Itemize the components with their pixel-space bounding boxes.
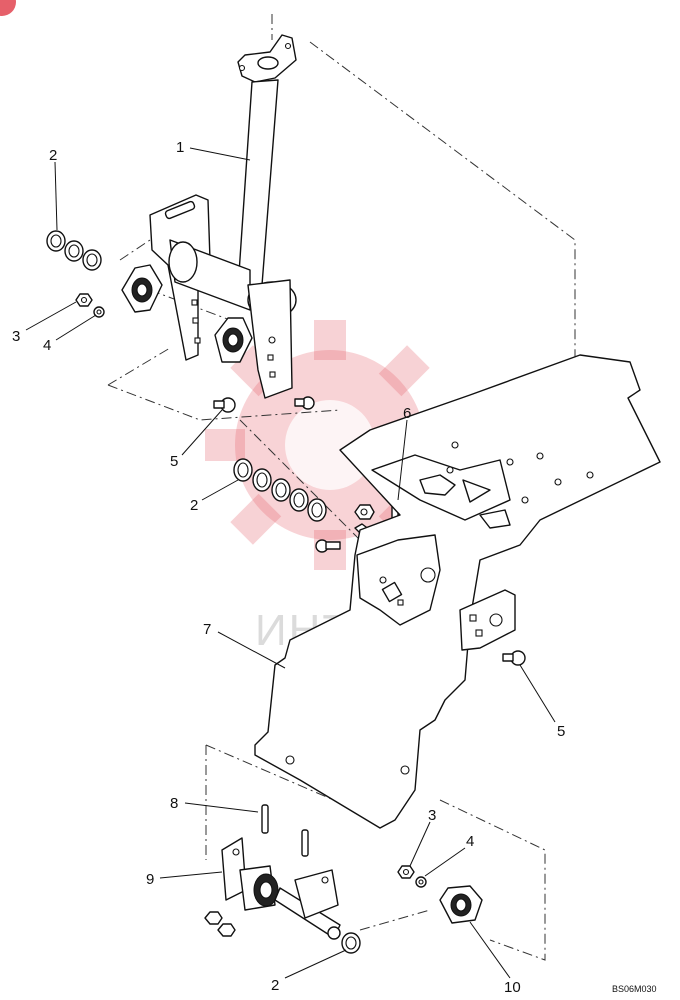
callout-5-upper: 5: [170, 453, 178, 470]
flange-bearing-part-10: [439, 885, 483, 924]
callout-6: 6: [403, 405, 411, 422]
callout-5-lower: 5: [557, 723, 565, 740]
callout-labels: 1 2 3 4 5 6 2 7 5 8 9 3 4 2 10: [12, 139, 565, 996]
callout-2-lower: 2: [271, 977, 279, 994]
bolt-lower-right: [502, 650, 526, 666]
washers-upper: [46, 230, 102, 271]
steering-support-part-1: [121, 34, 297, 399]
callout-1: 1: [176, 139, 184, 156]
corner-marker: [0, 0, 16, 16]
nut-washer-upper: [75, 293, 105, 318]
callout-4-lower: 4: [466, 833, 474, 850]
callout-3-lower: 3: [428, 807, 436, 824]
washer-lower: [341, 932, 361, 954]
callout-9: 9: [146, 871, 154, 888]
callout-4-upper: 4: [43, 337, 51, 354]
nut-washer-lower: [397, 865, 427, 888]
leader-lines: [25, 147, 556, 979]
floor-plate-part-7: [254, 354, 661, 829]
callout-10: 10: [504, 979, 521, 996]
bolts-upper: [213, 396, 315, 413]
drawing-code: BS06M030: [612, 984, 657, 994]
callout-2-middle: 2: [190, 497, 198, 514]
callout-8: 8: [170, 795, 178, 812]
callout-2-upper: 2: [49, 147, 57, 164]
callout-3-upper: 3: [12, 328, 20, 345]
pivot-assembly-part-9: [204, 804, 341, 940]
callout-7: 7: [203, 621, 211, 638]
washers-middle: [233, 458, 327, 522]
